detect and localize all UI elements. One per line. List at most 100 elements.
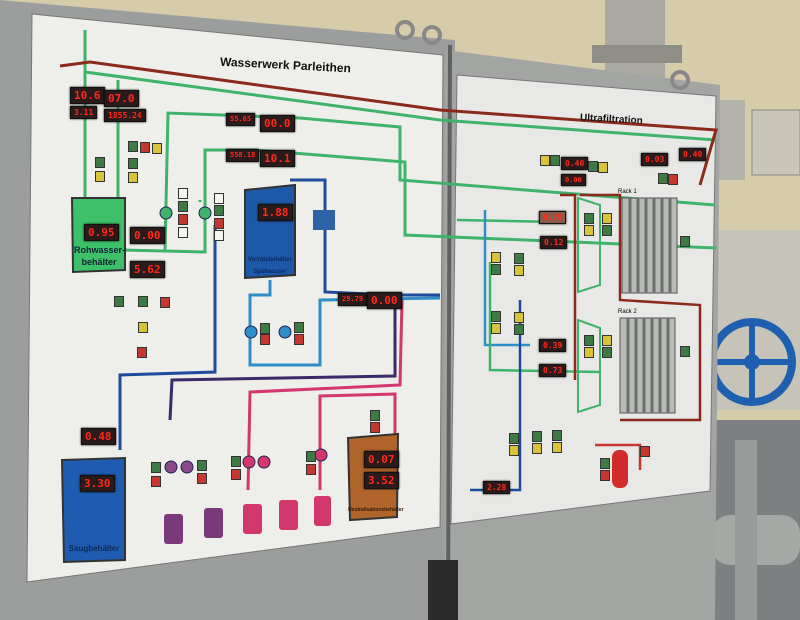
display-total-5: 29.79 xyxy=(338,293,368,306)
lamp xyxy=(602,347,612,358)
lamp xyxy=(514,324,524,335)
lamp xyxy=(370,422,380,433)
dosing-box xyxy=(313,210,335,230)
lamp xyxy=(231,456,241,467)
lamp xyxy=(600,458,610,469)
lamp xyxy=(532,443,542,454)
lamp xyxy=(514,253,524,264)
display-total-4: 558.18 xyxy=(226,149,260,162)
lamp xyxy=(584,335,594,346)
display-flow-3: 00.0 xyxy=(260,115,295,132)
display-turbidity: 0.48 xyxy=(81,428,116,445)
door-handle xyxy=(428,560,458,620)
lamp xyxy=(95,171,105,182)
junction-box xyxy=(751,109,800,176)
display-flow-4: 10.1 xyxy=(260,150,295,167)
lifting-eye xyxy=(395,20,415,40)
suction-tank-label: Saugbehälter xyxy=(68,544,120,553)
lamp xyxy=(598,162,608,173)
display-value-2: 5.62 xyxy=(130,261,165,278)
pipe-flange xyxy=(592,45,682,63)
rack-2-manifold xyxy=(577,318,601,414)
display-uf-7: 0.39 xyxy=(539,339,567,352)
lamp xyxy=(552,442,562,453)
display-neutral-1: 0.07 xyxy=(364,451,399,468)
lamp xyxy=(550,155,560,166)
lamp xyxy=(160,297,170,308)
chemical-containers xyxy=(164,496,331,544)
lamp xyxy=(128,158,138,169)
lamp xyxy=(491,252,501,263)
display-total-1: 3.11 xyxy=(70,106,98,119)
rack-2-label: Rack 2 xyxy=(618,309,637,315)
lamp xyxy=(114,296,124,307)
display-uf-1: 0.40 xyxy=(561,157,589,170)
display-uf-8: 0.73 xyxy=(539,364,567,377)
lamp xyxy=(306,464,316,475)
lamp xyxy=(680,236,690,247)
rack-1-label: Rack 1 xyxy=(618,189,637,195)
lamp xyxy=(178,214,188,225)
lamp xyxy=(600,470,610,481)
lamp xyxy=(491,323,501,334)
lamp xyxy=(138,322,148,333)
pipe-bend xyxy=(715,100,745,180)
lamp xyxy=(658,173,668,184)
display-neutral-2: 3.52 xyxy=(364,472,399,489)
lamp xyxy=(151,476,161,487)
lamp xyxy=(491,264,501,275)
rack-1-modules xyxy=(621,197,678,294)
lamp xyxy=(214,193,224,204)
lamp xyxy=(260,323,270,334)
display-raw-water-level: 0.95 xyxy=(84,224,119,241)
lamp xyxy=(602,335,612,346)
display-uf-2: 0.00 xyxy=(561,174,586,186)
display-suction-level: 3.30 xyxy=(80,475,115,492)
valve-handwheel xyxy=(708,318,796,406)
lamp xyxy=(140,142,150,153)
lamp xyxy=(178,188,188,199)
right-pipes xyxy=(456,193,702,492)
lamp xyxy=(214,218,224,229)
display-flow-1: 10.6 xyxy=(70,87,105,104)
neutralization-tank-label: Neutralisationsbehälter xyxy=(348,507,404,513)
lamp xyxy=(137,347,147,358)
lamp xyxy=(602,213,612,224)
display-uf-4: 0.40 xyxy=(679,148,707,161)
cabinet-seam xyxy=(446,44,452,620)
lamp xyxy=(640,446,650,457)
raw-water-tank-label: Rohwasser-behälter xyxy=(74,245,126,267)
lamp xyxy=(514,265,524,276)
pump-icons xyxy=(159,206,328,474)
display-value-1: 0.00 xyxy=(130,227,165,244)
lamp xyxy=(588,161,598,172)
lamp xyxy=(151,462,161,473)
lamp xyxy=(491,311,501,322)
display-uf-9: 2.28 xyxy=(483,481,511,494)
lamp xyxy=(370,410,380,421)
lamp xyxy=(532,431,542,442)
rack-1-manifold xyxy=(577,196,601,294)
lamp xyxy=(668,174,678,185)
lamp xyxy=(178,227,188,238)
lamp xyxy=(584,213,594,224)
lifting-eye xyxy=(670,70,690,90)
display-total-2: 1855.24 xyxy=(104,109,146,122)
display-backwash-level: 1.88 xyxy=(258,204,293,221)
display-flow-2: 07.0 xyxy=(104,90,139,107)
lamp xyxy=(214,205,224,216)
lamp xyxy=(294,334,304,345)
lamp xyxy=(178,201,188,212)
display-uf-3: 0.03 xyxy=(641,153,669,166)
display-total-3: 55.65 xyxy=(226,113,256,126)
lamp xyxy=(514,312,524,323)
backwash-tank-label: Vorratsbehälter Spülwasser xyxy=(248,257,292,275)
pressure-vessel xyxy=(612,450,628,488)
lamp xyxy=(509,445,519,456)
lamp xyxy=(197,460,207,471)
lamp xyxy=(197,473,207,484)
lamp xyxy=(152,143,162,154)
lifting-eye xyxy=(422,25,442,45)
lamp xyxy=(138,296,148,307)
